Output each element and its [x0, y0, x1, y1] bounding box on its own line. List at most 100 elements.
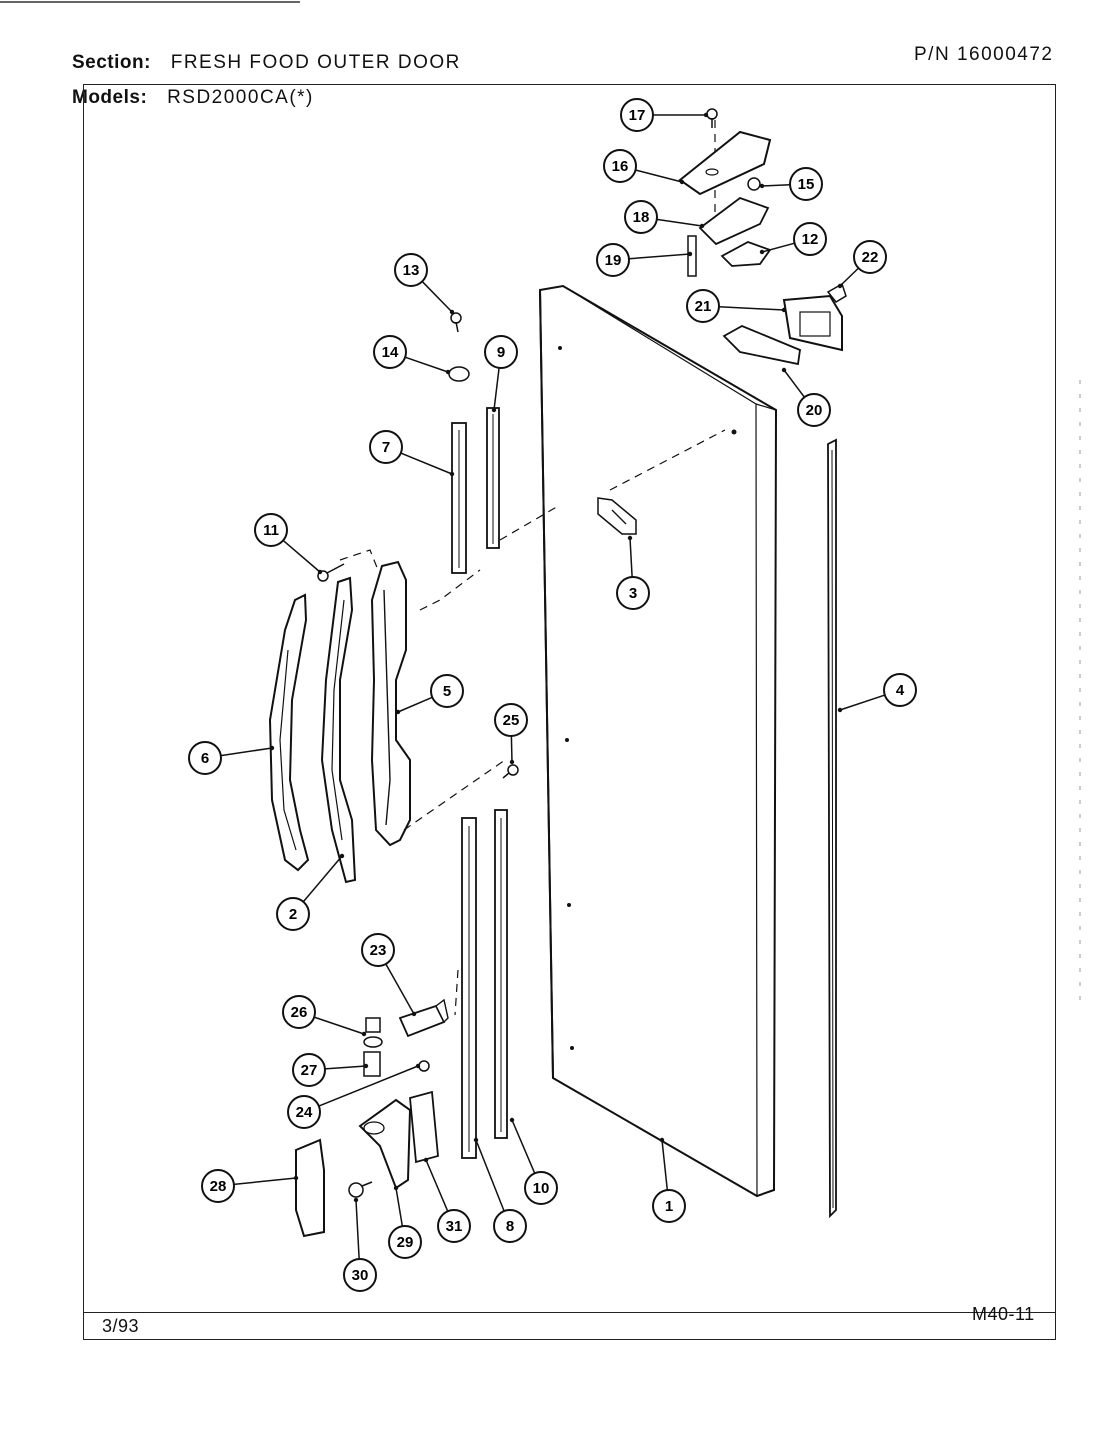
leader-tip — [445, 369, 451, 375]
callout-number: 15 — [798, 176, 815, 193]
door-trim-strip — [827, 438, 837, 1219]
callout-circle — [793, 222, 827, 256]
callout-28: 28 — [201, 1169, 299, 1203]
leader-line — [718, 306, 785, 311]
leader-line — [656, 218, 703, 227]
callout-number: 28 — [210, 1178, 227, 1195]
leader-line — [282, 539, 321, 573]
leader-line — [761, 242, 795, 253]
callout-circle — [596, 243, 630, 277]
latch-plate — [597, 497, 637, 535]
callout-23: 23 — [361, 933, 417, 1017]
leader-tip — [415, 1063, 421, 1069]
leader-tip — [781, 307, 787, 313]
clip — [826, 282, 847, 303]
callout-15: 15 — [759, 167, 823, 201]
callout-27: 27 — [292, 1053, 369, 1087]
leader-tip — [781, 367, 787, 373]
footer-date: 3/93 — [102, 1316, 140, 1336]
leader-line — [324, 1065, 367, 1070]
top-hinge — [698, 196, 770, 246]
leader-tip — [363, 1063, 369, 1069]
callout-circle — [524, 1171, 558, 1205]
callout-circle — [624, 200, 658, 234]
callout-number: 27 — [301, 1062, 318, 1079]
callout-31: 31 — [423, 1157, 471, 1243]
callout-number: 19 — [605, 252, 622, 269]
leader-tip — [393, 1185, 399, 1191]
callout-number: 16 — [612, 158, 629, 175]
callout-circle — [494, 703, 528, 737]
callout-7: 7 — [369, 430, 455, 477]
bottom-hinge — [358, 1098, 412, 1190]
leader-line — [385, 963, 415, 1015]
footer-code: M40-11 — [972, 1304, 1035, 1324]
callout-12: 12 — [759, 222, 827, 256]
callout-number: 5 — [443, 683, 451, 700]
callout-circle — [201, 1169, 235, 1203]
leader-line — [400, 452, 453, 475]
callout-1: 1 — [652, 1137, 686, 1223]
leader-line — [404, 356, 449, 373]
leader-line — [313, 1016, 365, 1035]
callout-number: 17 — [629, 107, 646, 124]
leader-tip — [449, 309, 455, 315]
leader-tip — [837, 283, 843, 289]
footer-rule — [83, 1312, 1056, 1313]
callout-layer: 1234567891011121314151617181920212223242… — [188, 98, 917, 1292]
hinge-shim — [720, 241, 772, 267]
leader-tip — [293, 1175, 299, 1181]
callout-22: 22 — [837, 240, 887, 289]
callout-circle — [603, 149, 637, 183]
callout-number: 30 — [352, 1267, 369, 1284]
callout-number: 3 — [629, 585, 637, 602]
section-label: Section: — [72, 52, 151, 73]
handle-outer — [268, 593, 310, 872]
leader-tip — [509, 1117, 515, 1123]
hinge-cover — [678, 130, 772, 196]
callout-number: 18 — [633, 209, 650, 226]
small-hardware — [317, 108, 761, 1198]
models-header: Models: RSD2000CA(*) — [72, 87, 314, 109]
leader-line — [511, 1119, 536, 1174]
callout-circle — [797, 393, 831, 427]
part-number: P/N 16000472 — [914, 44, 1054, 65]
bottom-hinge-cover — [295, 1138, 325, 1238]
callout-circle — [686, 289, 720, 323]
leader-tip — [395, 709, 401, 715]
leader-tip — [509, 759, 515, 765]
callout-5: 5 — [395, 674, 464, 715]
lower-trim-pieces — [461, 809, 508, 1159]
alignment-lines — [339, 120, 726, 1016]
leader-line — [220, 747, 273, 757]
section-header: Section: FRESH FOOD OUTER DOOR — [72, 52, 461, 74]
callout-30: 30 — [343, 1197, 377, 1292]
callout-9: 9 — [484, 335, 518, 413]
leader-tip — [361, 1031, 367, 1037]
callout-circle — [394, 253, 428, 287]
callout-number: 13 — [403, 262, 420, 279]
callout-number: 12 — [802, 231, 819, 248]
leader-tip — [703, 112, 709, 118]
callout-26: 26 — [282, 995, 367, 1037]
leader-tip — [627, 535, 633, 541]
callout-circle — [484, 335, 518, 369]
leader-tip — [759, 183, 765, 189]
leader-tip — [473, 1137, 479, 1143]
leader-tip — [699, 223, 705, 229]
callout-number: 25 — [503, 712, 520, 729]
callout-circle — [616, 576, 650, 610]
leader-line — [761, 183, 791, 187]
callout-circle — [292, 1053, 326, 1087]
callout-number: 23 — [370, 942, 387, 959]
leader-line — [661, 1139, 669, 1191]
leader-line — [493, 367, 500, 411]
leader-line — [233, 1177, 297, 1186]
callout-circle — [276, 897, 310, 931]
callout-number: 1 — [665, 1198, 673, 1215]
leader-line — [510, 735, 513, 763]
leader-line — [421, 280, 453, 313]
callout-circle — [493, 1209, 527, 1243]
callout-number: 2 — [289, 906, 297, 923]
leader-line — [355, 1199, 360, 1260]
